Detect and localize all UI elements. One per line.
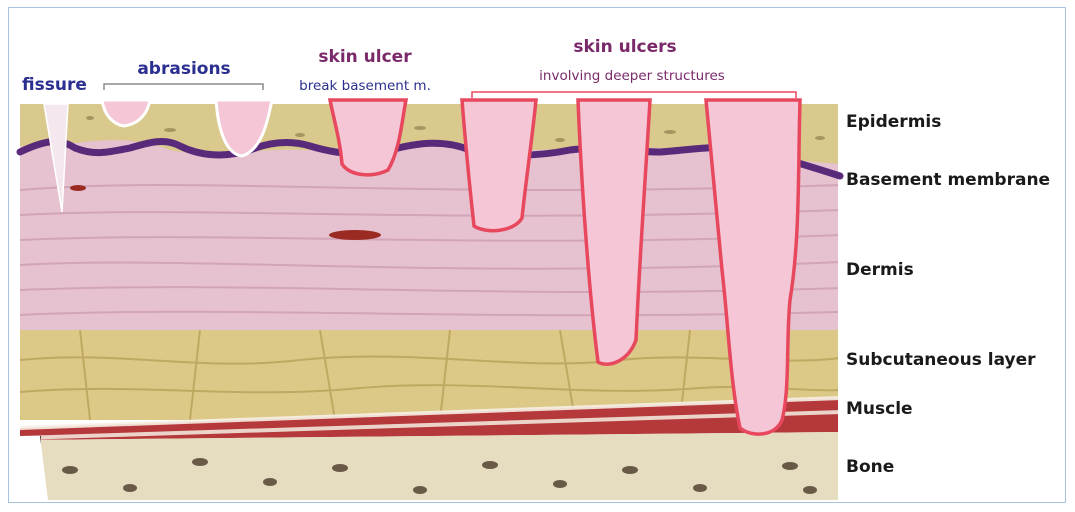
bone-layer [20,432,840,500]
dermis-label: Dermis [846,260,914,280]
skin-ulcers-label: skin ulcers [573,37,676,57]
muscle-label: Muscle [846,399,913,419]
abrasions-label: abrasions [137,59,230,79]
epidermis-label: Epidermis [846,112,941,132]
skin-ulcer-note: break basement m. [299,78,431,94]
subcutaneous-label: Subcutaneous layer [846,350,1036,370]
basement-membrane-label: Basement membrane [846,170,1050,190]
abrasions-bracket [104,84,263,90]
skin-ulcer-label: skin ulcer [318,47,412,67]
skin-ulcers-bracket [472,92,796,98]
bone-label: Bone [846,457,894,477]
blood-vessel-small [70,185,86,191]
fissure-label: fissure [22,75,87,95]
blood-vessel [329,230,381,240]
skin-ulcers-note: involving deeper structures [539,68,725,84]
